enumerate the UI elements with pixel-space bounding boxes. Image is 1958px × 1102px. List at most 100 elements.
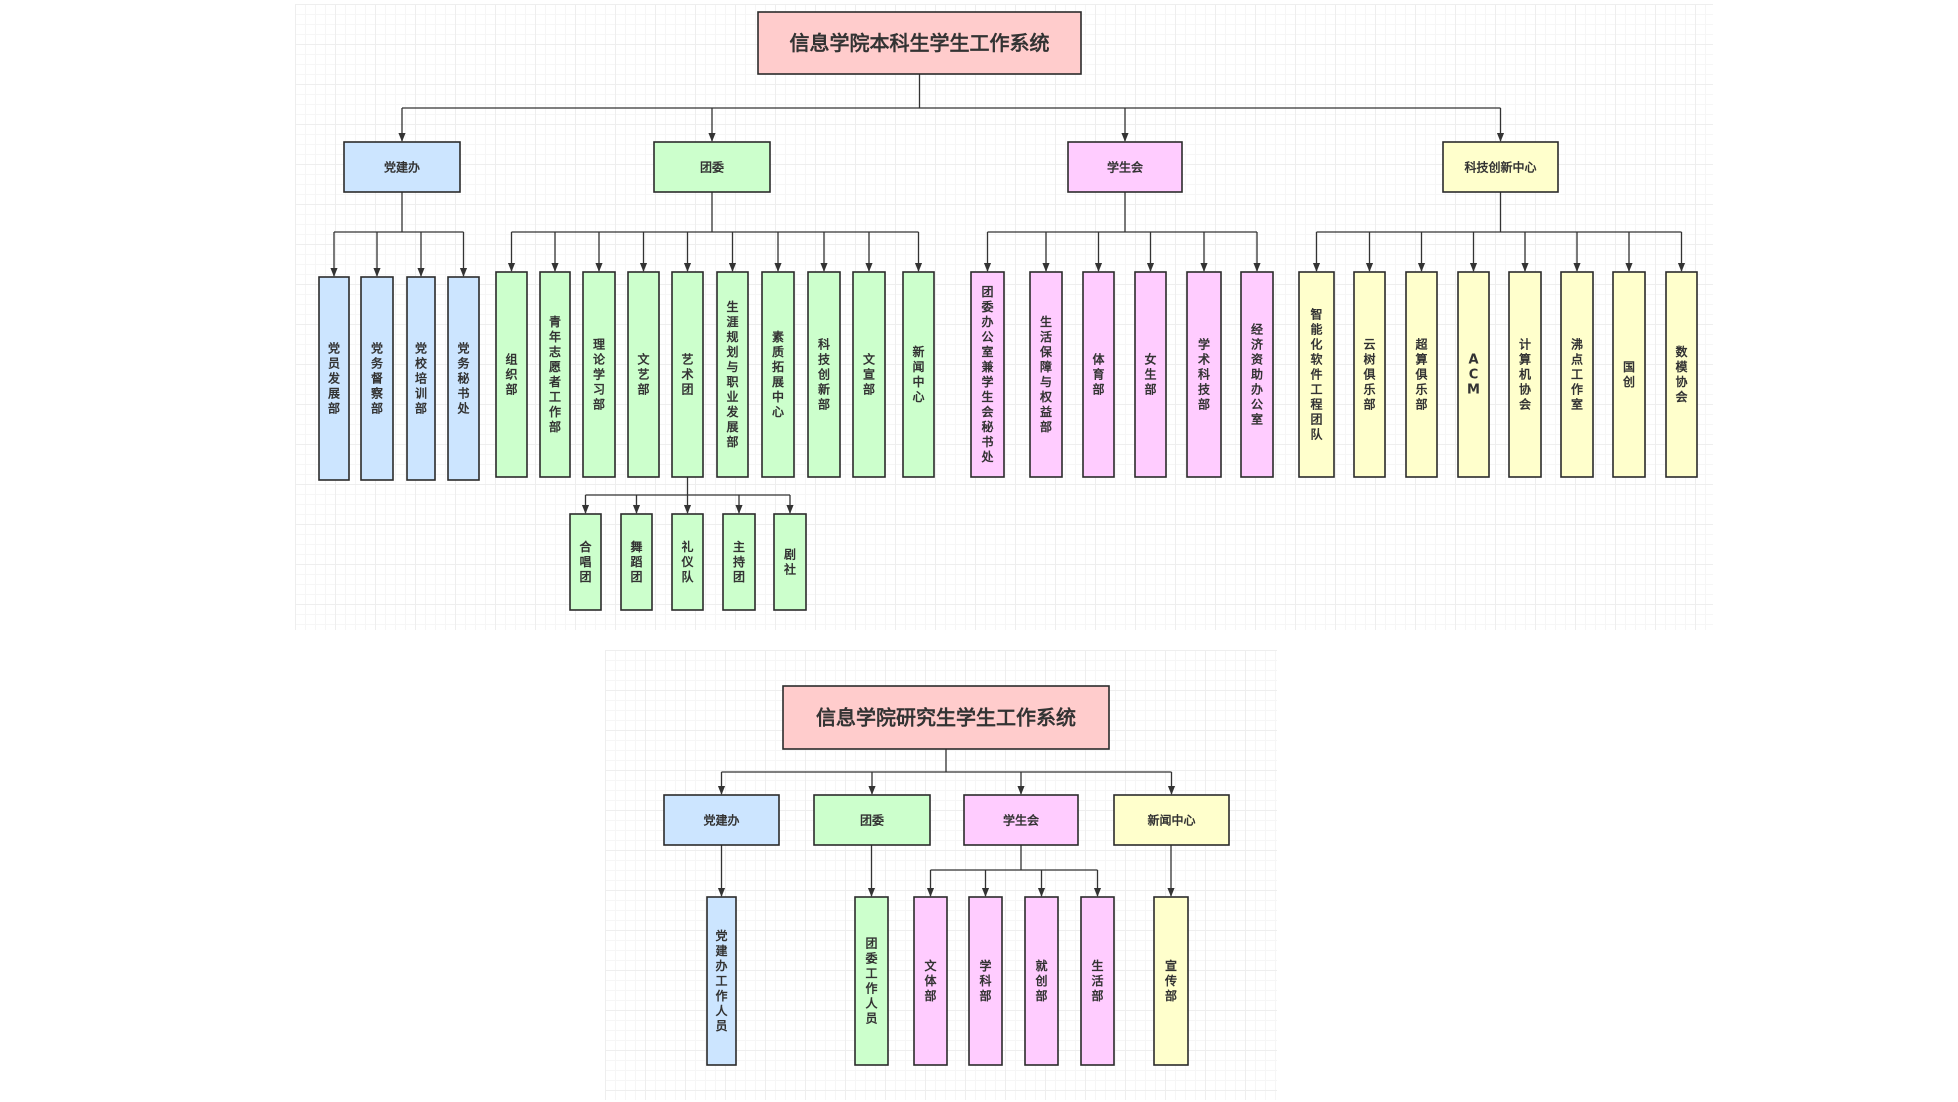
leaf-node[interactable]: 沸点工作室 bbox=[1560, 271, 1594, 478]
node-label: 就创部 bbox=[1034, 958, 1047, 1003]
leaf-node[interactable]: 科技创新部 bbox=[807, 271, 841, 478]
node-box bbox=[539, 271, 571, 478]
node-box bbox=[406, 276, 436, 481]
node-label: 女生部 bbox=[1144, 352, 1156, 397]
node-label: 党建办 bbox=[384, 159, 420, 174]
leaf-node[interactable]: 新闻中心 bbox=[902, 271, 935, 478]
node-box bbox=[716, 271, 749, 478]
branch-node[interactable]: 学生会 bbox=[963, 794, 1079, 846]
node-box bbox=[663, 794, 780, 846]
node-box bbox=[447, 276, 480, 481]
leaf-node[interactable]: 党员发展部 bbox=[318, 276, 350, 481]
branch-node[interactable]: 党建办 bbox=[663, 794, 780, 846]
node-box bbox=[807, 271, 841, 478]
sub-leaf-node[interactable]: 合唱团 bbox=[569, 513, 602, 611]
node-box bbox=[1612, 271, 1646, 478]
node-label: 生活保障与权益部 bbox=[1039, 314, 1053, 434]
node-box bbox=[1024, 896, 1059, 1066]
grad-root-title[interactable]: 信息学院研究生学生工作系统 bbox=[782, 685, 1110, 750]
leaf-node[interactable]: 组织部 bbox=[495, 271, 528, 478]
leaf-node[interactable]: 女生部 bbox=[1134, 271, 1167, 478]
leaf-node[interactable]: 智能化软件工程团队 bbox=[1298, 271, 1335, 478]
leaf-node[interactable]: 素质拓展中心 bbox=[761, 271, 795, 478]
branch-node[interactable]: 团委 bbox=[813, 794, 931, 846]
leaf-node[interactable]: 艺术团 bbox=[671, 271, 704, 478]
node-label: 新闻中心 bbox=[1147, 812, 1195, 827]
node-label: 剧社 bbox=[783, 547, 796, 577]
leaf-node[interactable]: 理论学习部 bbox=[582, 271, 616, 478]
node-label: 学生会 bbox=[1003, 812, 1040, 827]
sub-leaf-node[interactable]: 舞蹈团 bbox=[620, 513, 653, 611]
leaf-node[interactable]: 体育部 bbox=[1082, 271, 1115, 478]
connector-lines bbox=[330, 74, 1686, 897]
branch-node[interactable]: 党建办 bbox=[343, 141, 461, 193]
leaf-node[interactable]: 就创部 bbox=[1024, 896, 1059, 1066]
leaf-node[interactable]: 生活部 bbox=[1080, 896, 1115, 1066]
leaf-node[interactable]: 国创 bbox=[1612, 271, 1646, 478]
node-box bbox=[706, 896, 737, 1066]
sub-leaf-node[interactable]: 剧社 bbox=[773, 513, 807, 611]
node-label: 党务督察部 bbox=[371, 341, 384, 416]
node-label: 学术科技部 bbox=[1197, 337, 1211, 412]
leaf-node[interactable]: 学术科技部 bbox=[1186, 271, 1222, 478]
branch-node[interactable]: 科技创新中心 bbox=[1442, 141, 1559, 193]
node-box bbox=[1405, 271, 1438, 478]
leaf-node[interactable]: 宣传部 bbox=[1153, 896, 1189, 1066]
node-box bbox=[761, 271, 795, 478]
undergrad-root-title[interactable]: 信息学院本科生学生工作系统 bbox=[757, 11, 1082, 75]
sub-leaf-node[interactable]: 主持团 bbox=[722, 513, 756, 611]
node-box bbox=[970, 271, 1005, 478]
node-label: 青年志愿者工作部 bbox=[548, 314, 561, 434]
node-box bbox=[1113, 794, 1230, 846]
branch-node[interactable]: 新闻中心 bbox=[1113, 794, 1230, 846]
leaf-node[interactable]: 云树俱乐部 bbox=[1353, 271, 1386, 478]
node-box bbox=[1153, 896, 1189, 1066]
node-box bbox=[902, 271, 935, 478]
node-box bbox=[1029, 271, 1063, 478]
leaf-node[interactable]: 经济资助办公室 bbox=[1240, 271, 1274, 478]
node-box bbox=[1134, 271, 1167, 478]
node-box bbox=[1665, 271, 1698, 478]
leaf-node[interactable]: 党务秘书处 bbox=[447, 276, 480, 481]
leaf-node[interactable]: 生活保障与权益部 bbox=[1029, 271, 1063, 478]
leaf-node[interactable]: 文艺部 bbox=[627, 271, 660, 478]
node-label: 理论学习部 bbox=[593, 338, 606, 412]
node-label: 党务秘书处 bbox=[456, 341, 470, 416]
node-label: 数模协会 bbox=[1675, 344, 1688, 404]
leaf-node[interactable]: 生涯规划与职业发展部 bbox=[716, 271, 749, 478]
leaf-node[interactable]: 计算机协会 bbox=[1508, 271, 1542, 478]
leaf-node[interactable]: 团委工作人员 bbox=[854, 896, 889, 1066]
node-box bbox=[1067, 141, 1183, 193]
leaf-node[interactable]: 超算俱乐部 bbox=[1405, 271, 1438, 478]
node-label: 文艺部 bbox=[637, 352, 650, 397]
leaf-node[interactable]: 党务督察部 bbox=[360, 276, 394, 481]
node-box bbox=[620, 513, 653, 611]
leaf-node[interactable]: 学科部 bbox=[968, 896, 1003, 1066]
branch-node[interactable]: 团委 bbox=[653, 141, 771, 193]
leaf-node[interactable]: 文体部 bbox=[913, 896, 948, 1066]
node-label: 团委 bbox=[860, 812, 885, 827]
node-label: 科技创新部 bbox=[817, 337, 831, 412]
node-label: 党建办 bbox=[703, 812, 739, 827]
node-label: 礼仪队 bbox=[680, 539, 694, 584]
node-label: 学生会 bbox=[1107, 159, 1144, 174]
node-label: 体育部 bbox=[1092, 352, 1105, 397]
leaf-node[interactable]: 青年志愿者工作部 bbox=[539, 271, 571, 478]
node-label: 宣传部 bbox=[1164, 958, 1177, 1003]
node-box bbox=[318, 276, 350, 481]
leaf-node[interactable]: 党建办工作人员 bbox=[706, 896, 737, 1066]
leaf-node[interactable]: 团委办公室兼学生会秘书处 bbox=[970, 271, 1005, 478]
node-label: 合唱团 bbox=[579, 539, 592, 584]
branch-node[interactable]: 学生会 bbox=[1067, 141, 1183, 193]
node-label: 团委办公室兼学生会秘书处 bbox=[980, 285, 994, 464]
node-label: 学科部 bbox=[979, 958, 991, 1003]
sub-leaf-node[interactable]: 礼仪队 bbox=[671, 513, 704, 611]
leaf-node[interactable]: 文宣部 bbox=[852, 271, 886, 478]
leaf-node[interactable]: 数模协会 bbox=[1665, 271, 1698, 478]
node-box bbox=[1240, 271, 1274, 478]
leaf-node[interactable]: 党校培训部 bbox=[406, 276, 436, 481]
node-box bbox=[968, 896, 1003, 1066]
node-box bbox=[782, 685, 1110, 750]
node-box bbox=[569, 513, 602, 611]
